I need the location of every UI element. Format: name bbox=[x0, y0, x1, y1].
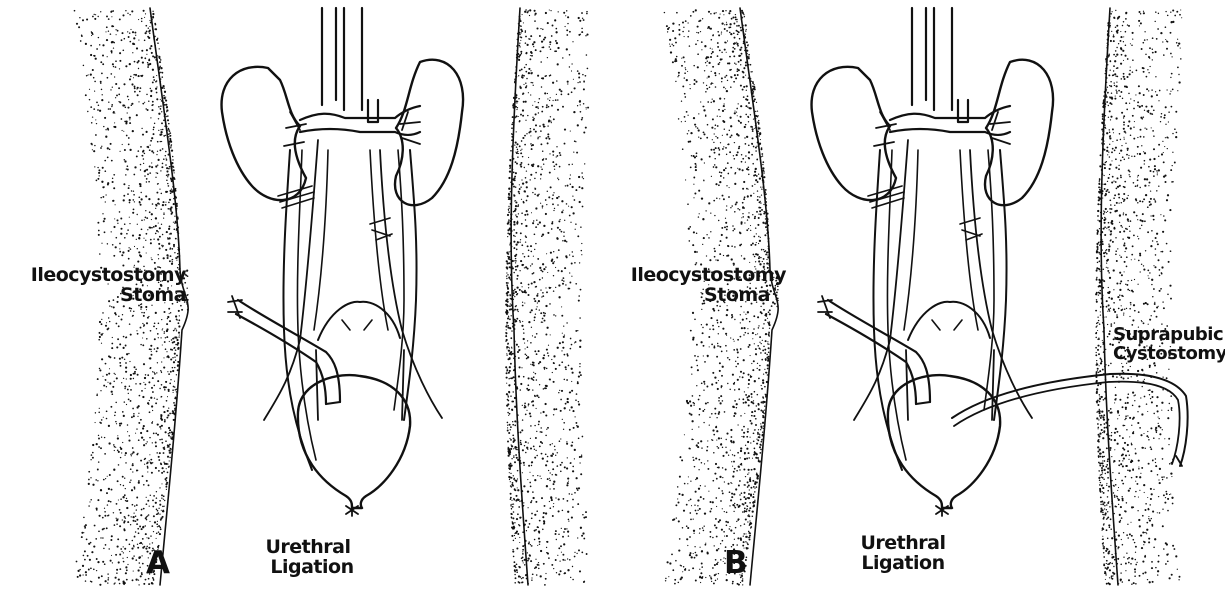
panel-b-right-wall-stipple bbox=[1095, 9, 1182, 585]
panel-a-ileocystostomy-label: Ileocystostomy Stoma bbox=[0, 266, 186, 306]
panel-b-left-kidney bbox=[812, 67, 896, 200]
panel-b-right-iliac bbox=[970, 150, 1032, 418]
panel-a-right-kidney bbox=[395, 60, 463, 206]
panel-a-urethral-ligature bbox=[346, 504, 358, 516]
panel-b-suprapubic-cystostomy-label: Suprapubic Cystostomy bbox=[1113, 326, 1225, 364]
panel-b-right-hatch bbox=[960, 218, 982, 240]
panel-a-arch-ties bbox=[342, 320, 372, 330]
panel-b-cystostomy-tube-inner bbox=[954, 382, 1180, 464]
panel-b-stoma-mark bbox=[818, 296, 832, 318]
panel-b-left-iliac-inner bbox=[904, 150, 918, 330]
panel-b-left-iliac bbox=[854, 140, 908, 420]
panel-b-right-kidney bbox=[985, 60, 1053, 206]
panel-b-conduit-end bbox=[916, 402, 930, 404]
panel-a-right-ureter bbox=[404, 150, 417, 420]
panel-b-arch-ties bbox=[932, 320, 962, 330]
panel-a-urethral-line1: Urethral bbox=[258, 538, 358, 558]
panel-b-letter: B bbox=[724, 545, 748, 581]
panel-a-letter: A bbox=[146, 545, 170, 581]
panel-b-urethral-ligation-label: Urethral Ligation bbox=[850, 534, 956, 574]
panel-b-right-wall-line bbox=[1101, 8, 1118, 585]
panel-a-left-iliac-inner bbox=[314, 150, 328, 330]
panel-b-left-hatch bbox=[868, 186, 904, 208]
panel-a-right-wall-stipple bbox=[505, 9, 589, 586]
panel-a-left-iliac bbox=[264, 140, 318, 420]
panel-a-urethral-ligation-label: Urethral Ligation bbox=[258, 538, 358, 578]
panel-b-right-ureter bbox=[994, 150, 1007, 420]
panel-b-ligation-line2: Ligation bbox=[850, 554, 956, 574]
panel-b-bladder bbox=[888, 375, 1000, 508]
panel-a-ileocystostomy-line1: Ileocystostomy bbox=[0, 266, 186, 286]
panel-a-left-hatch bbox=[278, 186, 314, 208]
panel-a-bladder bbox=[298, 375, 410, 508]
panel-b-right-hilum bbox=[990, 112, 1010, 144]
panel-b-ileocystostomy-line1: Ileocystostomy bbox=[590, 266, 786, 286]
panel-a-arch bbox=[318, 302, 400, 340]
panel-b-urethral-line1: Urethral bbox=[850, 534, 956, 554]
panel-b-arch bbox=[908, 302, 990, 340]
panel-a-ligation-line2: Ligation bbox=[258, 558, 358, 578]
panel-a-right-hilum bbox=[400, 112, 420, 144]
panel-a-stoma-line2: Stoma bbox=[0, 286, 186, 306]
panel-a-conduit-end bbox=[326, 402, 340, 404]
panel-b-urethral-ligature bbox=[936, 504, 948, 516]
panel-b-cystostomy-line2: Cystostomy bbox=[1113, 345, 1225, 364]
panel-a-right-iliac bbox=[380, 150, 442, 418]
panel-b-ileocystostomy-label: Ileocystostomy Stoma bbox=[590, 266, 786, 306]
panel-a-left-kidney bbox=[222, 67, 306, 200]
panel-a-stoma-mark bbox=[228, 296, 242, 318]
panel-b-stoma-line2: Stoma bbox=[590, 286, 786, 306]
panel-a-right-hatch bbox=[370, 218, 392, 240]
